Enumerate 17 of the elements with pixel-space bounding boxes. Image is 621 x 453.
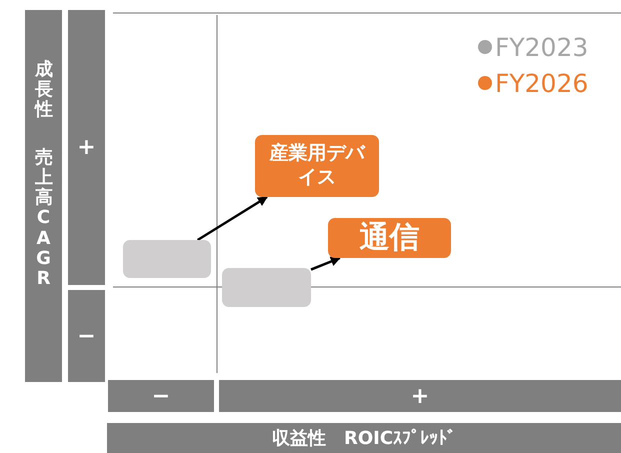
node-label: 産業用デバイス: [268, 142, 366, 190]
axis-title: 売上高CAGR: [25, 130, 62, 382]
legend-label: FY2026: [495, 68, 588, 98]
axis-sign: −: [68, 290, 105, 382]
arrow: [196, 196, 268, 242]
axis-sign: +: [219, 380, 621, 412]
axis-sign: +: [68, 10, 105, 285]
arrow: [310, 256, 341, 271]
segment-box: [328, 218, 451, 258]
axis-title: 収益性 ROICｽﾌﾟﾚｯﾄﾞ: [107, 423, 621, 453]
placeholder-box: [123, 240, 211, 278]
legend-label: FY2023: [495, 32, 588, 62]
node-label: 通信: [360, 219, 420, 257]
axis-title: 成長性: [25, 10, 62, 130]
axis-sign: −: [108, 380, 214, 412]
segment-box: [255, 135, 379, 197]
placeholder-box: [222, 268, 311, 307]
